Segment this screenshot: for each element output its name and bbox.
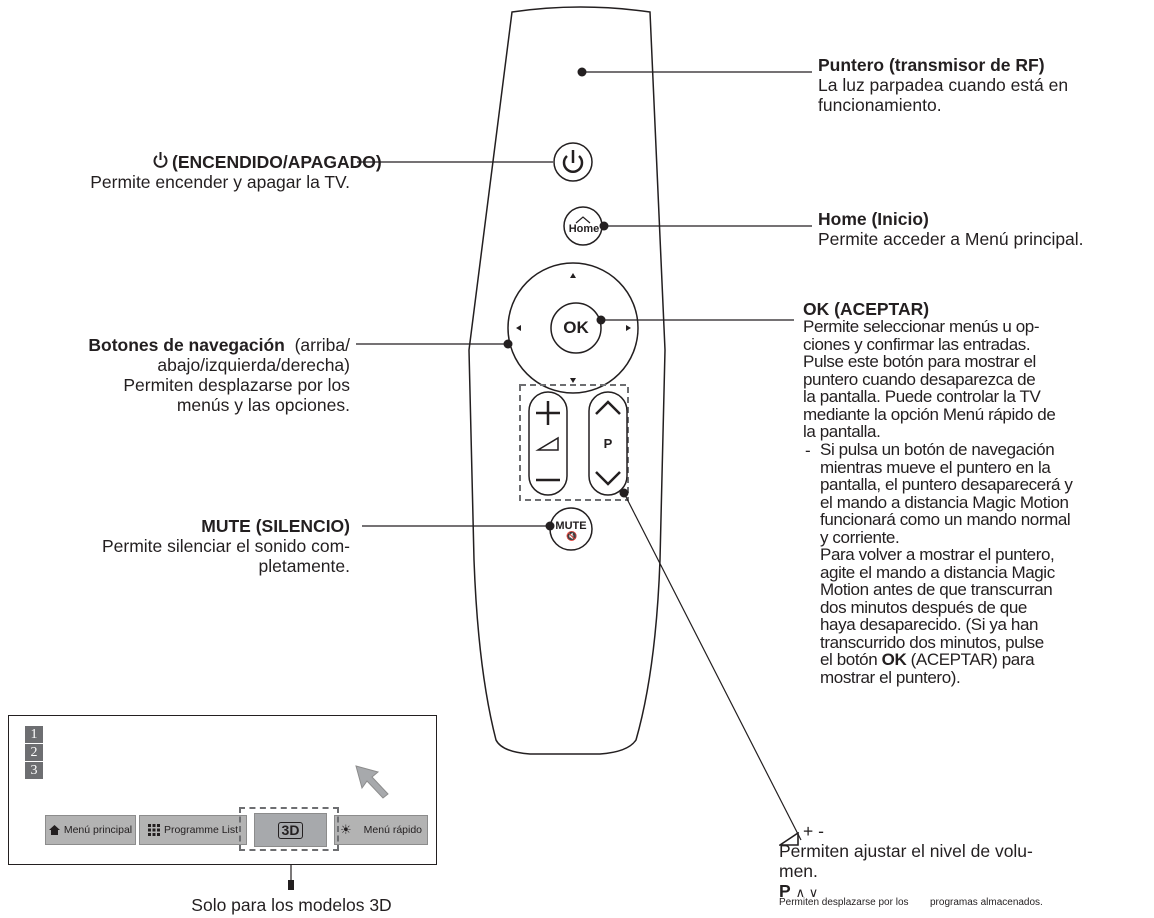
pointer-cursor-icon — [355, 765, 389, 799]
ok-desc-line: Pulse este botón para mostrar el — [803, 352, 1036, 371]
program-title-row: P ∧ ∨ — [779, 881, 818, 903]
speaker-muted-icon: 🔇 — [566, 531, 578, 541]
pointer-title: Puntero (transmisor de RF) — [818, 55, 1045, 75]
ok-desc-line: puntero cuando desaparezca de — [803, 369, 1036, 389]
home-button-label: Home — [568, 223, 600, 235]
menu-rapido-button[interactable]: ☀ Menú rápido — [334, 815, 428, 845]
menu-rapido-label: Menú rápido — [363, 824, 423, 836]
nav-title-row: Botones de navegación (arriba/ — [0, 335, 350, 355]
nav-desc-3: menús y las opciones. — [176, 395, 350, 415]
ok-note-line: el mando a distancia Magic Motion — [820, 492, 1069, 512]
channel-3: 3 — [25, 762, 43, 779]
ok-desc-line: ciones y confirmar las entradas. — [803, 334, 1031, 354]
ok-note-line: Si pulsa un botón de navegación — [820, 440, 1055, 459]
ok-desc-line: la pantalla. — [803, 422, 881, 441]
mute-button-label: MUTE — [555, 520, 587, 532]
pointer-desc-2: funcionamiento. — [818, 95, 942, 115]
menu-principal-button[interactable]: Menú principal — [45, 815, 136, 845]
nav-desc-1: abajo/izquierda/derecha) — [157, 355, 350, 375]
program-arrows: ∧ ∨ — [795, 885, 819, 900]
ok-note-dash: - — [805, 441, 811, 460]
ok-note-end: mostrar el puntero). — [820, 667, 961, 687]
ok-title: OK (ACEPTAR) — [803, 299, 930, 319]
ok-note-bold: OK — [881, 650, 907, 669]
ok-note-line: agite el mando a distancia Magic — [820, 562, 1055, 582]
power-icon — [153, 152, 168, 169]
power-desc: Permite encender y apagar la TV. — [90, 172, 350, 192]
ok-desc-line: Permite seleccionar menús u op- — [803, 317, 1040, 336]
ok-note-line: haya desaparecido. (Si ya han — [820, 615, 1039, 634]
ok-note-line: y corriente. — [820, 527, 900, 547]
program-down-icon — [595, 471, 621, 486]
ok-note-line: transcurrido dos minutos, pulse — [820, 632, 1044, 652]
ok-desc-line: la pantalla. Puede controlar la TV — [803, 387, 1041, 406]
ok-note-block: Si pulsa un botón de navegación mientras… — [820, 441, 1130, 686]
3d-icon: 3D — [277, 821, 304, 839]
nav-title: Botones de navegación — [88, 335, 285, 355]
nav-right-arrow — [626, 325, 631, 331]
ok-note-line: pantalla, el puntero desaparecerá y — [820, 475, 1073, 494]
program-up-icon — [595, 400, 621, 415]
ok-note-line: mientras mueve el puntero en la — [820, 457, 1051, 477]
p-label: P — [603, 436, 613, 451]
volume-icon — [535, 436, 559, 451]
grid-icon — [147, 824, 160, 836]
nav-down-arrow — [570, 378, 576, 383]
mute-title: MUTE (SILENCIO) — [201, 516, 350, 536]
3d-dashed-highlight — [239, 807, 339, 851]
mute-desc-2: pletamente. — [258, 556, 350, 576]
ok-button-label: OK — [563, 318, 589, 337]
program-title: P — [779, 881, 791, 901]
ok-note-line: Motion antes de que transcurran — [820, 580, 1053, 599]
home-icon — [48, 825, 60, 835]
gear-icon: ☀ — [339, 822, 352, 837]
home-title: Home (Inicio) — [818, 209, 929, 229]
home-desc: Permite acceder a Menú principal. — [818, 229, 1084, 249]
ok-note-post: (ACEPTAR) para — [910, 650, 1035, 669]
ok-desc-block: Permite seleccionar menús u op- ciones y… — [803, 318, 1143, 441]
ok-desc-line: mediante la opción Menú rápido de — [803, 404, 1056, 424]
program-rocker — [588, 391, 628, 496]
program-desc-1: Permiten desplazarse por los — [779, 897, 909, 908]
ok-note-line-last: el botón OK (ACEPTAR) para — [820, 651, 1130, 669]
volume-program-dashed-box — [519, 384, 629, 501]
mute-desc-1: Permite silenciar el sonido com- — [101, 536, 350, 556]
volume-desc-2: men. — [779, 861, 818, 881]
ok-note-line: dos minutos después de que — [820, 597, 1027, 617]
channel-2: 2 — [25, 744, 43, 761]
programme-list-button[interactable]: Programme List — [139, 815, 247, 845]
nav-title-suffix: (arriba/ — [294, 335, 350, 355]
program-desc-2: programas almacenados. — [930, 897, 1043, 908]
power-title: (ENCENDIDO/APAGADO) — [172, 152, 382, 172]
pointer-desc-1: La luz parpadea cuando está en — [818, 75, 1069, 95]
nav-desc-2: Permiten desplazarse por los — [123, 375, 350, 395]
menu-principal-label: Menú principal — [63, 824, 133, 836]
volume-desc-1: Permiten ajustar el nivel de volu- — [779, 841, 1033, 861]
volume-icon — [777, 831, 799, 846]
nav-up-arrow — [570, 273, 576, 278]
3d-button[interactable]: 3D — [254, 813, 327, 847]
ok-note-line: Para volver a mostrar el puntero, — [820, 545, 1055, 564]
nav-left-arrow — [516, 325, 521, 331]
programme-list-label: Programme List — [163, 824, 239, 836]
channel-1: 1 — [25, 726, 43, 743]
ok-button — [550, 302, 602, 354]
ok-note-pre: el botón — [820, 650, 878, 669]
tv-screen-ui: 1 2 3 Menú principal Programme List 3D ☀… — [8, 715, 437, 865]
volume-symbol-suffix: + - — [803, 821, 824, 841]
3d-caption: Solo para los modelos 3D — [191, 895, 392, 915]
ok-note-line: funcionará como un mando normal — [820, 510, 1071, 529]
